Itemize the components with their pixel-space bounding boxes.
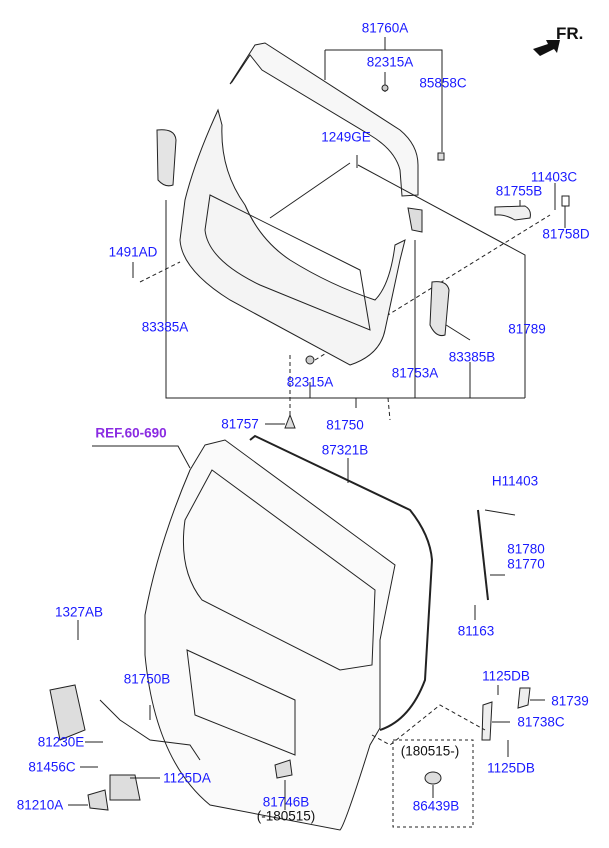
bracket-81739 — [517, 687, 531, 709]
part-label-81163[interactable]: 81163 — [457, 623, 495, 639]
part-label-81760A[interactable]: 81760A — [361, 20, 409, 36]
part-label-85858C[interactable]: 85858C — [419, 75, 467, 91]
handle-81755B — [494, 205, 531, 221]
part-label-83385B[interactable]: 83385B — [448, 349, 496, 365]
part-label-83385A[interactable]: 83385A — [141, 319, 189, 335]
pad-81758D — [561, 195, 570, 207]
latch-81230E — [109, 774, 141, 801]
part-label-81456C[interactable]: 81456C — [28, 759, 76, 775]
part-label-1125DB[interactable]: 1125DB — [482, 668, 530, 684]
part-label-81753A[interactable]: 81753A — [391, 365, 439, 381]
clip-81757 — [284, 413, 296, 429]
part-label-81739[interactable]: 81739 — [551, 693, 589, 709]
leader-tailgate — [92, 445, 349, 483]
striker-81210A — [87, 789, 109, 811]
part-note-81746B: (-180515) — [256, 808, 316, 824]
lower-trim-window — [204, 194, 371, 331]
front-direction-label: FR. — [556, 24, 584, 43]
part-label-1491AD[interactable]: 1491AD — [108, 244, 158, 260]
part-label-81746B[interactable]: 81746B — [262, 794, 310, 810]
dashed-leaders — [139, 214, 551, 421]
bracket-81753A — [407, 207, 423, 233]
clip-85858C — [437, 152, 445, 161]
part-label-81770[interactable]: 81770 — [507, 556, 545, 572]
dashed-box-leader — [371, 704, 486, 746]
part-label-81230E[interactable]: 81230E — [37, 734, 85, 750]
part-label-11403C[interactable]: 11403C — [530, 169, 578, 185]
gas-strut — [477, 509, 489, 601]
right-vent-grille — [429, 281, 450, 336]
lower-trim-panel — [179, 108, 406, 366]
part-label-86439B[interactable]: 86439B — [412, 798, 460, 814]
part-label-81780[interactable]: 81780 — [507, 541, 545, 557]
nut-82315A-lower — [305, 355, 315, 365]
part-label-1125DA[interactable]: 1125DA — [163, 770, 211, 786]
part-label-82315A[interactable]: 82315A — [366, 54, 414, 70]
part-label-1327AB[interactable]: 1327AB — [54, 604, 104, 620]
actuator-1327AB — [49, 684, 86, 741]
front-direction-arrow-icon — [533, 40, 560, 56]
cap-86439B — [424, 771, 442, 785]
part-label-87321B[interactable]: 87321B — [321, 442, 369, 458]
part-label-81755B[interactable]: 81755B — [495, 183, 543, 199]
strut-leaders — [474, 509, 516, 620]
leader-lines — [132, 37, 566, 408]
weatherstrip-87321B — [249, 434, 434, 731]
part-label-82315A-lower[interactable]: 82315A — [286, 374, 334, 390]
tailgate-window — [182, 469, 376, 671]
variant-box — [392, 739, 474, 828]
upper-trim-panel — [229, 42, 419, 197]
part-label-81738C[interactable]: 81738C — [517, 714, 565, 730]
left-vent-grille — [156, 129, 177, 187]
nut-82315A — [381, 84, 389, 92]
part-label-81750B[interactable]: 81750B — [123, 671, 171, 687]
part-label-81750[interactable]: 81750 — [326, 417, 364, 433]
part-note-86439B: (180515-) — [400, 743, 460, 759]
part-label-1249GE[interactable]: 1249GE — [321, 129, 371, 145]
license-plate-area — [186, 649, 296, 756]
part-label-H11403[interactable]: H11403 — [491, 473, 539, 489]
hinge-leaders — [492, 685, 545, 757]
bumper-81746B — [274, 759, 293, 779]
part-label-81210A[interactable]: 81210A — [16, 797, 64, 813]
lock-leaders — [68, 620, 286, 810]
part-label-81758D[interactable]: 81758D — [542, 226, 590, 242]
reference-link[interactable]: REF.60-690 — [95, 425, 167, 441]
cable-81750B — [99, 699, 201, 761]
part-label-81757[interactable]: 81757 — [221, 416, 259, 432]
part-label-81789[interactable]: 81789 — [508, 321, 546, 337]
part-label-1125DB-lower[interactable]: 1125DB — [487, 760, 535, 776]
hinge-81738C — [481, 701, 493, 741]
